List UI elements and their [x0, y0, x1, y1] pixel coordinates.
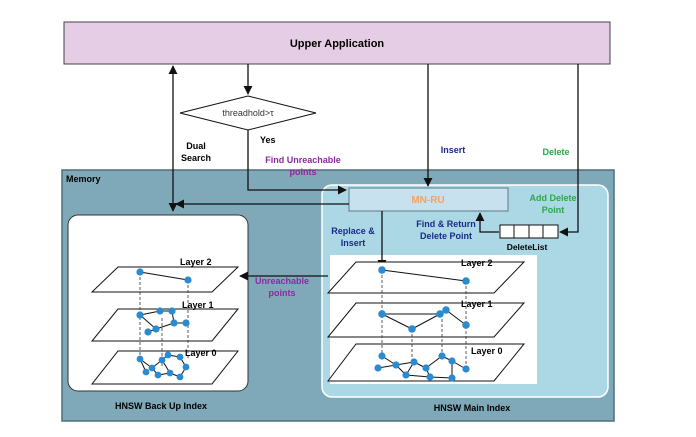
replace-insert-line2: Insert [341, 238, 366, 248]
mnru-label: MN-RU [411, 195, 444, 206]
main-graph: Layer 2 Layer 1 Layer 0 [326, 258, 526, 382]
threshold-label: threadhold>τ [222, 108, 274, 118]
backup-graph: Layer 2 Layer 1 Layer 0 [90, 257, 240, 385]
memory-label: Memory [66, 174, 101, 184]
arrow-delete [559, 64, 579, 237]
backup-layer-2-plane [90, 266, 240, 293]
connectors [168, 64, 579, 281]
find-return-line2: Delete Point [420, 231, 472, 241]
upper-application-box: Upper Application [63, 21, 611, 65]
main-layer-0-label: Layer 0 [471, 346, 503, 356]
main-layer-0-plane [326, 343, 526, 382]
backup-index-panel [67, 214, 249, 392]
main-layer-2-label: Layer 2 [461, 258, 493, 268]
add-delete-point-line2: Point [542, 205, 565, 215]
backup-layer-2-label: Layer 2 [180, 257, 212, 267]
delete-list: DeleteList [499, 224, 559, 252]
threshold-decision: threadhold>τ [179, 95, 317, 131]
backup-layer-0-label: Layer 0 [185, 348, 217, 358]
backup-index-caption: HNSW Back Up Index [115, 401, 207, 411]
insert-label: Insert [441, 145, 466, 155]
graph-node [136, 268, 144, 276]
upper-application-label: Upper Application [290, 38, 385, 50]
arrow-find-return [475, 212, 499, 233]
main-layer-1-plane [326, 302, 526, 338]
delete-label: Delete [542, 147, 569, 157]
unreachable-points-line2: points [269, 288, 296, 298]
dual-search-line2: Search [181, 153, 211, 163]
unreachable-points-line1: Unreachable [255, 276, 309, 286]
main-layer-2-plane [326, 261, 526, 294]
find-unreachable-line2: points [290, 167, 317, 177]
main-index-caption: HNSW Main Index [434, 403, 511, 413]
backup-layer-0-plane [90, 350, 240, 385]
backup-layer-1-plane [90, 308, 240, 342]
main-layer-1-label: Layer 1 [461, 299, 493, 309]
arrow-find-unreachable [247, 130, 347, 195]
mnru-box: MN-RU [348, 187, 509, 212]
graph-node [184, 276, 192, 284]
dual-search-line1: Dual [186, 141, 206, 151]
find-unreachable-line1: Find Unreachable [265, 155, 341, 165]
replace-insert-line1: Replace & [331, 226, 375, 236]
yes-label: Yes [260, 135, 276, 145]
delete-list-label: DeleteList [507, 242, 548, 252]
add-delete-point-line1: Add Delete [529, 193, 576, 203]
find-return-line1: Find & Return [416, 219, 476, 229]
backup-layer-1-label: Layer 1 [182, 300, 214, 310]
